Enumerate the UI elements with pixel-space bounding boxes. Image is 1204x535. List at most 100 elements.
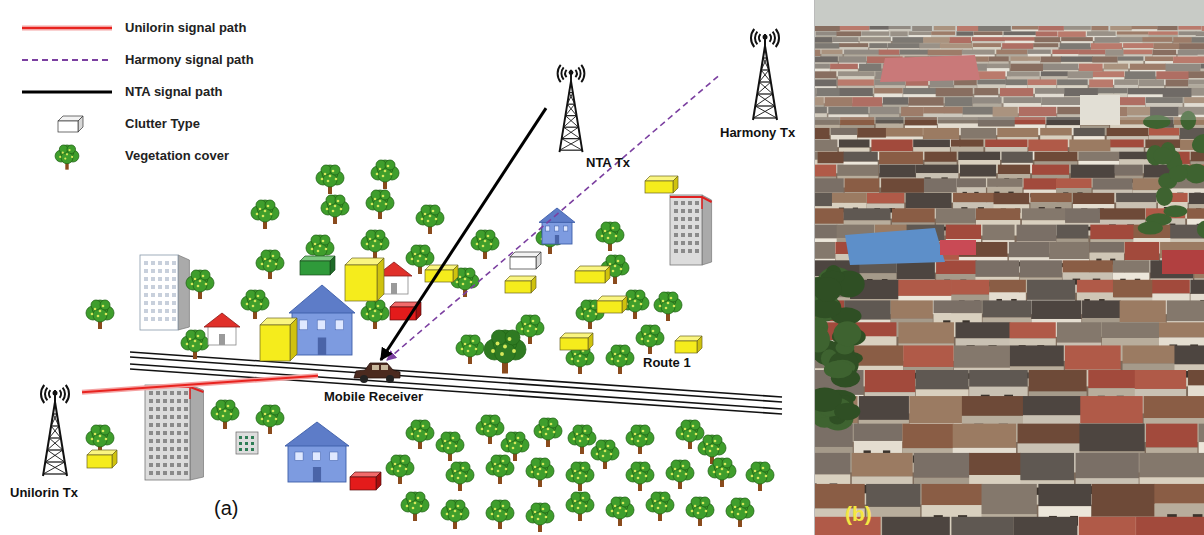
window [245,448,248,451]
tree-dot [521,328,524,331]
tree-dot [617,512,620,515]
house-window [317,320,325,330]
photo-roof [1100,208,1145,219]
tree-dot [269,260,272,263]
tree-dot [379,200,382,203]
tree-dot [374,240,377,243]
house-window [335,320,343,330]
tree-dot [667,302,670,305]
photo-roof [982,225,1014,240]
photo-roof [1090,225,1134,240]
tree-dot [599,448,602,451]
tree-dot [692,425,695,428]
tree-dot [574,470,577,473]
tree-dot [484,423,487,426]
high-rise [140,255,189,330]
tree-crown [635,290,645,300]
window [163,415,167,419]
tree-dot [622,350,625,353]
tree-dot [602,455,605,458]
photo-roof [1024,178,1057,189]
window [165,317,169,321]
tree-crown [641,325,651,335]
tree-dot [230,413,233,416]
tree [366,190,394,219]
tree-dot [581,435,584,438]
tree-dot [219,408,222,411]
window [172,301,176,305]
tree-dot [369,308,372,311]
window [170,439,174,443]
window [172,261,176,265]
box-top [645,176,678,181]
clutter-box [350,472,381,490]
photo-roof [961,128,996,139]
window [163,399,167,403]
photo-roof [1040,128,1072,136]
tree-crown [446,500,456,510]
tree-dot [102,430,105,433]
window [184,399,188,403]
tree-crown [321,165,331,175]
tree-dot [639,435,642,438]
box-front [560,338,588,350]
scene [86,160,774,532]
house-door [555,235,559,244]
tree [476,415,504,444]
window [158,269,162,273]
tree-crown [681,420,691,430]
tree-dot [387,165,390,168]
tree-dot [420,505,423,508]
photo-roof [1056,225,1088,239]
tree-dot [197,285,200,288]
tree-dot [200,343,203,346]
tree-crown [421,205,431,215]
tree [446,462,474,491]
tree-dot [742,503,745,506]
tree-dot [589,310,592,313]
tree-dot [577,477,580,480]
tree-dot [97,315,100,318]
window [151,309,155,313]
photo-roof [998,165,1030,174]
tree-dot [270,213,273,216]
photo-roof [1191,152,1204,162]
window [251,436,254,439]
photo-roof [1056,178,1092,188]
tree-dot [319,245,322,248]
tree-crown [366,300,376,310]
tree-dot [461,348,464,351]
window [695,249,699,253]
window [170,423,174,427]
tree-crown [385,160,395,170]
tree-dot [475,348,478,351]
tree-dot [609,232,612,235]
tree-crown [505,330,520,345]
tree [486,455,514,484]
tree [386,455,414,484]
tree-dot [384,170,387,173]
tree-crown [430,205,440,215]
tree-dot [449,508,452,511]
photo-roof [1034,152,1077,162]
photo-roof [1107,128,1149,136]
tree-dot [615,235,618,238]
tree [181,330,209,359]
tree-dot [421,218,424,221]
tree-dot [379,168,382,171]
window [149,455,153,459]
window [144,269,148,273]
clutter-box [87,450,117,468]
tree-dot [609,263,612,266]
window [158,301,162,305]
box-side [112,450,117,468]
tree-crown [540,458,550,468]
tree-dot [472,340,475,343]
window [688,217,692,221]
box-side [290,318,297,361]
tree-dot [484,240,487,243]
tree [406,420,434,449]
tree-dot [509,440,512,443]
tree-dot [640,303,643,306]
photo-roof [994,193,1030,204]
